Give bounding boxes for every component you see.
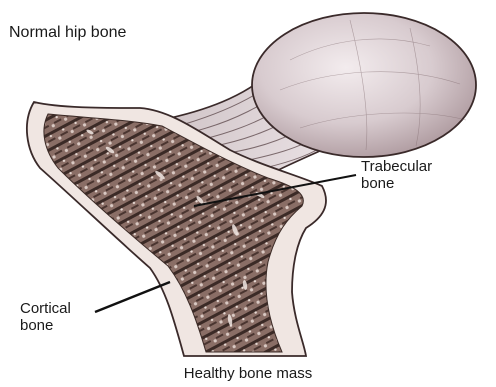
cortical-label-line2: bone: [20, 317, 71, 334]
trabecular-bone-label: Trabecular bone: [361, 158, 432, 192]
cortical-label-line1: Cortical: [20, 300, 71, 317]
diagram-caption: Healthy bone mass: [0, 365, 496, 382]
cortical-leader-line: [95, 282, 170, 312]
trabecular-label-line2: bone: [361, 175, 432, 192]
cortical-bone-label: Cortical bone: [20, 300, 71, 334]
femoral-head: [252, 13, 476, 157]
diagram-title: Normal hip bone: [9, 24, 126, 41]
trabecular-label-line1: Trabecular: [361, 158, 432, 175]
